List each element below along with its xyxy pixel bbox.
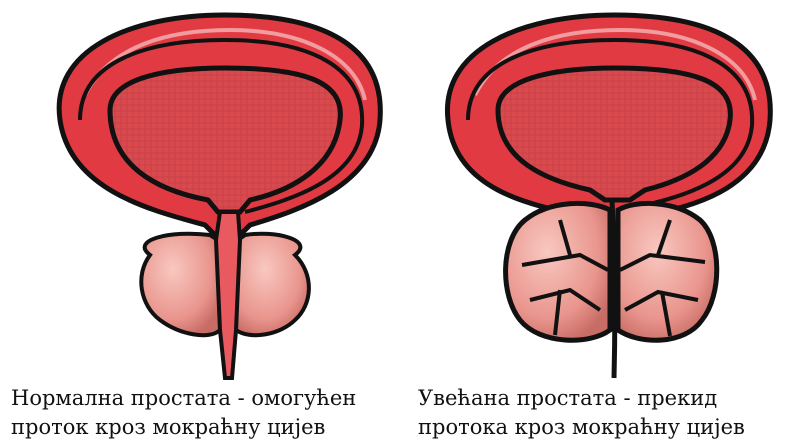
caption-enlarged: Увећана простата - прекид протока кроз м… (418, 384, 745, 442)
caption-normal-line1: Нормална простата - омогућен (11, 384, 356, 413)
caption-normal-line2: проток кроз мокраћну цијев (11, 413, 356, 442)
caption-normal: Нормална простата - омогућен проток кроз… (11, 384, 356, 442)
urethra-open (216, 212, 240, 378)
urethra-compressed (612, 200, 615, 378)
caption-enlarged-line2: протока кроз мокраћну цијев (418, 413, 745, 442)
normal-prostate-illustration (40, 0, 400, 380)
caption-enlarged-line1: Увећана простата - прекид (418, 384, 745, 413)
enlarged-prostate-illustration (430, 0, 790, 380)
prostate-left-lobe (141, 234, 220, 336)
prostate-right-lobe (236, 234, 309, 336)
